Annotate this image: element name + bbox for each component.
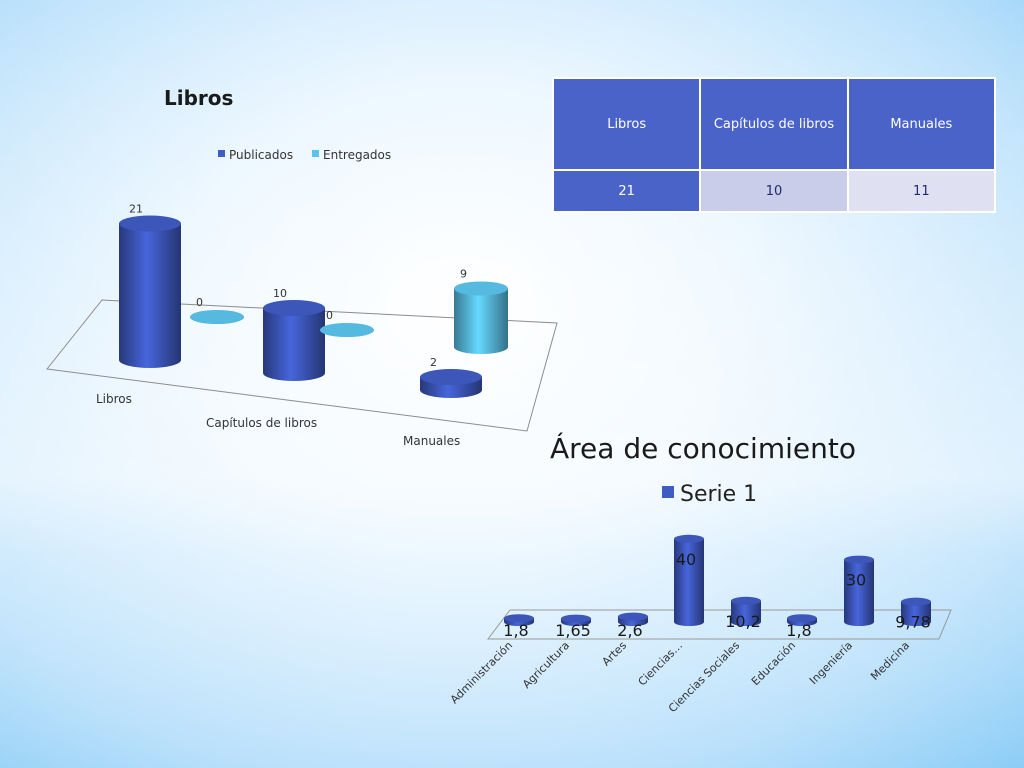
books-data-label: 0	[326, 309, 333, 322]
books-chart: Libros Publicados Entregados 21 0 10 0 2 9 Li…	[46, 86, 558, 448]
knowledge-area-chart: Área de conocimiento Serie 1 1,8 1,65 2,6 4…	[448, 431, 952, 715]
books-data-label: 2	[430, 356, 437, 369]
area-bar	[844, 555, 874, 626]
table-header-cell: Manuales	[846, 77, 997, 171]
legend-swatch-publicados	[218, 150, 225, 157]
area-data-label: 1,8	[503, 621, 528, 640]
area-category-label: Agricultura	[520, 639, 572, 691]
area-bar	[561, 614, 591, 626]
books-data-label: 9	[460, 268, 467, 281]
area-bar	[731, 596, 761, 626]
books-chart-floor	[46, 299, 558, 432]
summary-table: Libros Capítulos de libros Manuales 21 1…	[551, 77, 997, 213]
books-data-label: 0	[196, 296, 203, 309]
area-bar	[901, 597, 931, 626]
area-chart-floor	[486, 609, 952, 640]
legend-label-serie-1: Serie 1	[680, 482, 757, 507]
table-header-cell: Capítulos de libros	[699, 77, 849, 171]
area-chart-title: Área de conocimiento	[550, 431, 856, 465]
area-data-label: 2,6	[617, 621, 642, 640]
legend-label-publicados: Publicados	[229, 148, 293, 162]
books-data-label: 21	[129, 203, 143, 216]
table-cell: 10	[699, 169, 849, 213]
table-cell: 21	[551, 169, 702, 213]
area-category-label: Ciencias…	[636, 639, 686, 689]
area-data-label: 10,2	[725, 612, 761, 631]
area-data-label: 40	[676, 550, 696, 569]
area-bar	[787, 614, 817, 626]
table-header-row: Libros Capítulos de libros Manuales	[551, 77, 997, 171]
books-category-label: Libros	[96, 392, 132, 406]
books-bar	[119, 215, 181, 368]
area-bar	[504, 614, 534, 626]
area-data-label: 1,8	[786, 621, 811, 640]
books-bar	[190, 310, 244, 324]
books-category-label: Capítulos de libros	[206, 416, 317, 430]
books-data-label: 10	[273, 287, 287, 300]
table-header-cell: Libros	[551, 77, 702, 171]
legend-swatch-entregados	[312, 150, 319, 157]
area-category-label: Administración	[448, 639, 515, 706]
legend-label-entregados: Entregados	[323, 148, 391, 162]
table-row: 21 10 11	[551, 169, 997, 213]
area-bar	[618, 612, 648, 626]
books-bar	[320, 323, 374, 337]
area-data-label: 1,65	[555, 621, 591, 640]
table-cell: 11	[846, 169, 997, 213]
books-bar	[454, 281, 508, 354]
area-data-label: 30	[846, 571, 866, 590]
books-chart-legend: Publicados Entregados	[218, 148, 391, 162]
area-category-label: Educación	[749, 639, 798, 688]
legend-swatch-serie-1	[662, 486, 674, 498]
books-category-label: Manuales	[403, 434, 460, 448]
area-bar	[674, 534, 704, 626]
books-chart-title: Libros	[164, 86, 233, 110]
area-category-label: Ingeniería	[807, 639, 855, 687]
area-category-label: Medicina	[868, 639, 912, 683]
area-data-label: 9,78	[895, 613, 931, 632]
books-bar	[420, 369, 482, 398]
books-bar	[263, 300, 325, 381]
area-category-label: Artes	[600, 639, 630, 669]
